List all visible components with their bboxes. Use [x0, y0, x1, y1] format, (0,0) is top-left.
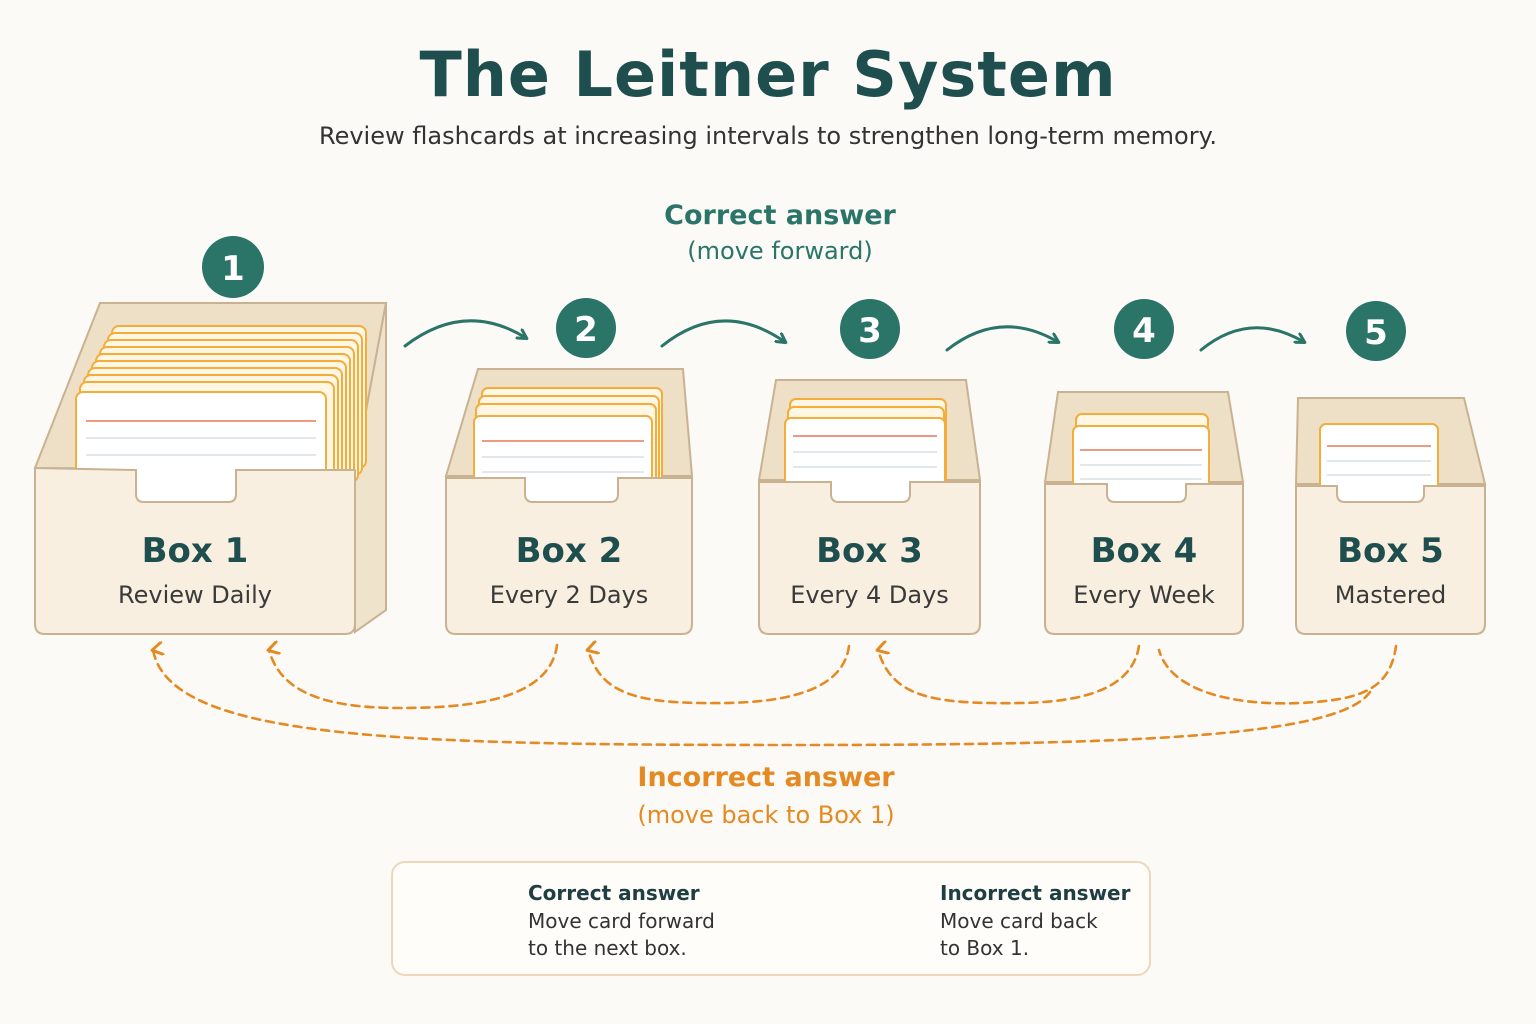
- correct-arrows: [403, 319, 1304, 352]
- incorrect-flow-subtitle: (move back to Box 1): [637, 801, 895, 829]
- arrow-forward-2-3: [660, 319, 785, 348]
- legend-incorrect-title: Incorrect answer: [940, 881, 1131, 905]
- card-stack-box-2: [473, 387, 663, 517]
- badge-box-4: 4: [1114, 299, 1174, 359]
- arrow-back-long-to-1: [153, 650, 1372, 747]
- box-2-label: Box 2 Every 2 Days: [446, 531, 692, 609]
- badge-number-3: 3: [858, 311, 882, 351]
- legend-incorrect-line1: Move card back: [940, 909, 1098, 933]
- legend-correct-line1: Move card forward: [528, 909, 715, 933]
- box-1-label: Box 1 Review Daily: [35, 531, 355, 609]
- arrow-forward-3-4: [945, 325, 1058, 352]
- box-5-interval: Mastered: [1334, 581, 1447, 609]
- box-3: [757, 379, 982, 635]
- badge-box-5: 5: [1346, 301, 1406, 361]
- box-1-name: Box 1: [141, 531, 249, 571]
- legend-incorrect-line2: to Box 1.: [940, 936, 1030, 960]
- box-3-name: Box 3: [816, 531, 923, 571]
- box-1-interval: Review Daily: [118, 581, 272, 609]
- badge-box-2: 2: [556, 298, 616, 358]
- correct-flow-subtitle: (move forward): [687, 237, 873, 265]
- badge-box-3: 3: [840, 299, 900, 359]
- legend: Correct answer Move card forward to the …: [391, 861, 1151, 976]
- arrow-forward-1-2: [403, 319, 526, 348]
- box-2-name: Box 2: [515, 531, 623, 571]
- badge-box-1: 1: [202, 236, 264, 298]
- box-2: [444, 368, 694, 635]
- incorrect-flow-title: Incorrect answer: [637, 762, 895, 793]
- legend-correct: Correct answer Move card forward to the …: [528, 881, 715, 962]
- legend-correct-title: Correct answer: [528, 881, 700, 905]
- legend-correct-line2: to the next box.: [528, 936, 687, 960]
- box-5-name: Box 5: [1337, 531, 1444, 571]
- box-1: [33, 302, 388, 635]
- box-4-name: Box 4: [1090, 531, 1198, 571]
- box-5-label: Box 5 Mastered: [1296, 531, 1485, 609]
- box-5: [1294, 397, 1487, 635]
- badge-number-2: 2: [574, 310, 598, 350]
- box-4-label: Box 4 Every Week: [1045, 531, 1243, 609]
- arrow-back-3-2: [588, 646, 851, 705]
- correct-flow-title: Correct answer: [664, 200, 896, 231]
- legend-incorrect: Incorrect answer Move card back to Box 1…: [940, 881, 1131, 962]
- badge-number-4: 4: [1132, 311, 1156, 351]
- page-subtitle: Review flashcards at increasing interval…: [318, 122, 1217, 150]
- badge-number-5: 5: [1364, 313, 1388, 353]
- box-3-label: Box 3 Every 4 Days: [759, 531, 980, 609]
- box-4-interval: Every Week: [1073, 581, 1215, 609]
- arrow-forward-4-5: [1199, 326, 1304, 352]
- arrow-back-5-4: [1157, 644, 1398, 705]
- correct-flow-label: Correct answer (move forward): [580, 200, 980, 265]
- arrow-back-2-1: [269, 645, 559, 710]
- box-2-interval: Every 2 Days: [489, 581, 649, 609]
- box-4: [1043, 391, 1245, 635]
- arrow-back-4-3: [878, 646, 1141, 705]
- card-stack-box-5: [1319, 423, 1439, 509]
- box-3-interval: Every 4 Days: [790, 581, 949, 609]
- page-title: The Leitner System: [419, 38, 1117, 111]
- badge-number-1: 1: [221, 249, 245, 289]
- incorrect-flow-label: Incorrect answer (move back to Box 1): [566, 762, 966, 829]
- card-stack-box-4: [1072, 413, 1210, 509]
- incorrect-arrows: [153, 644, 1398, 747]
